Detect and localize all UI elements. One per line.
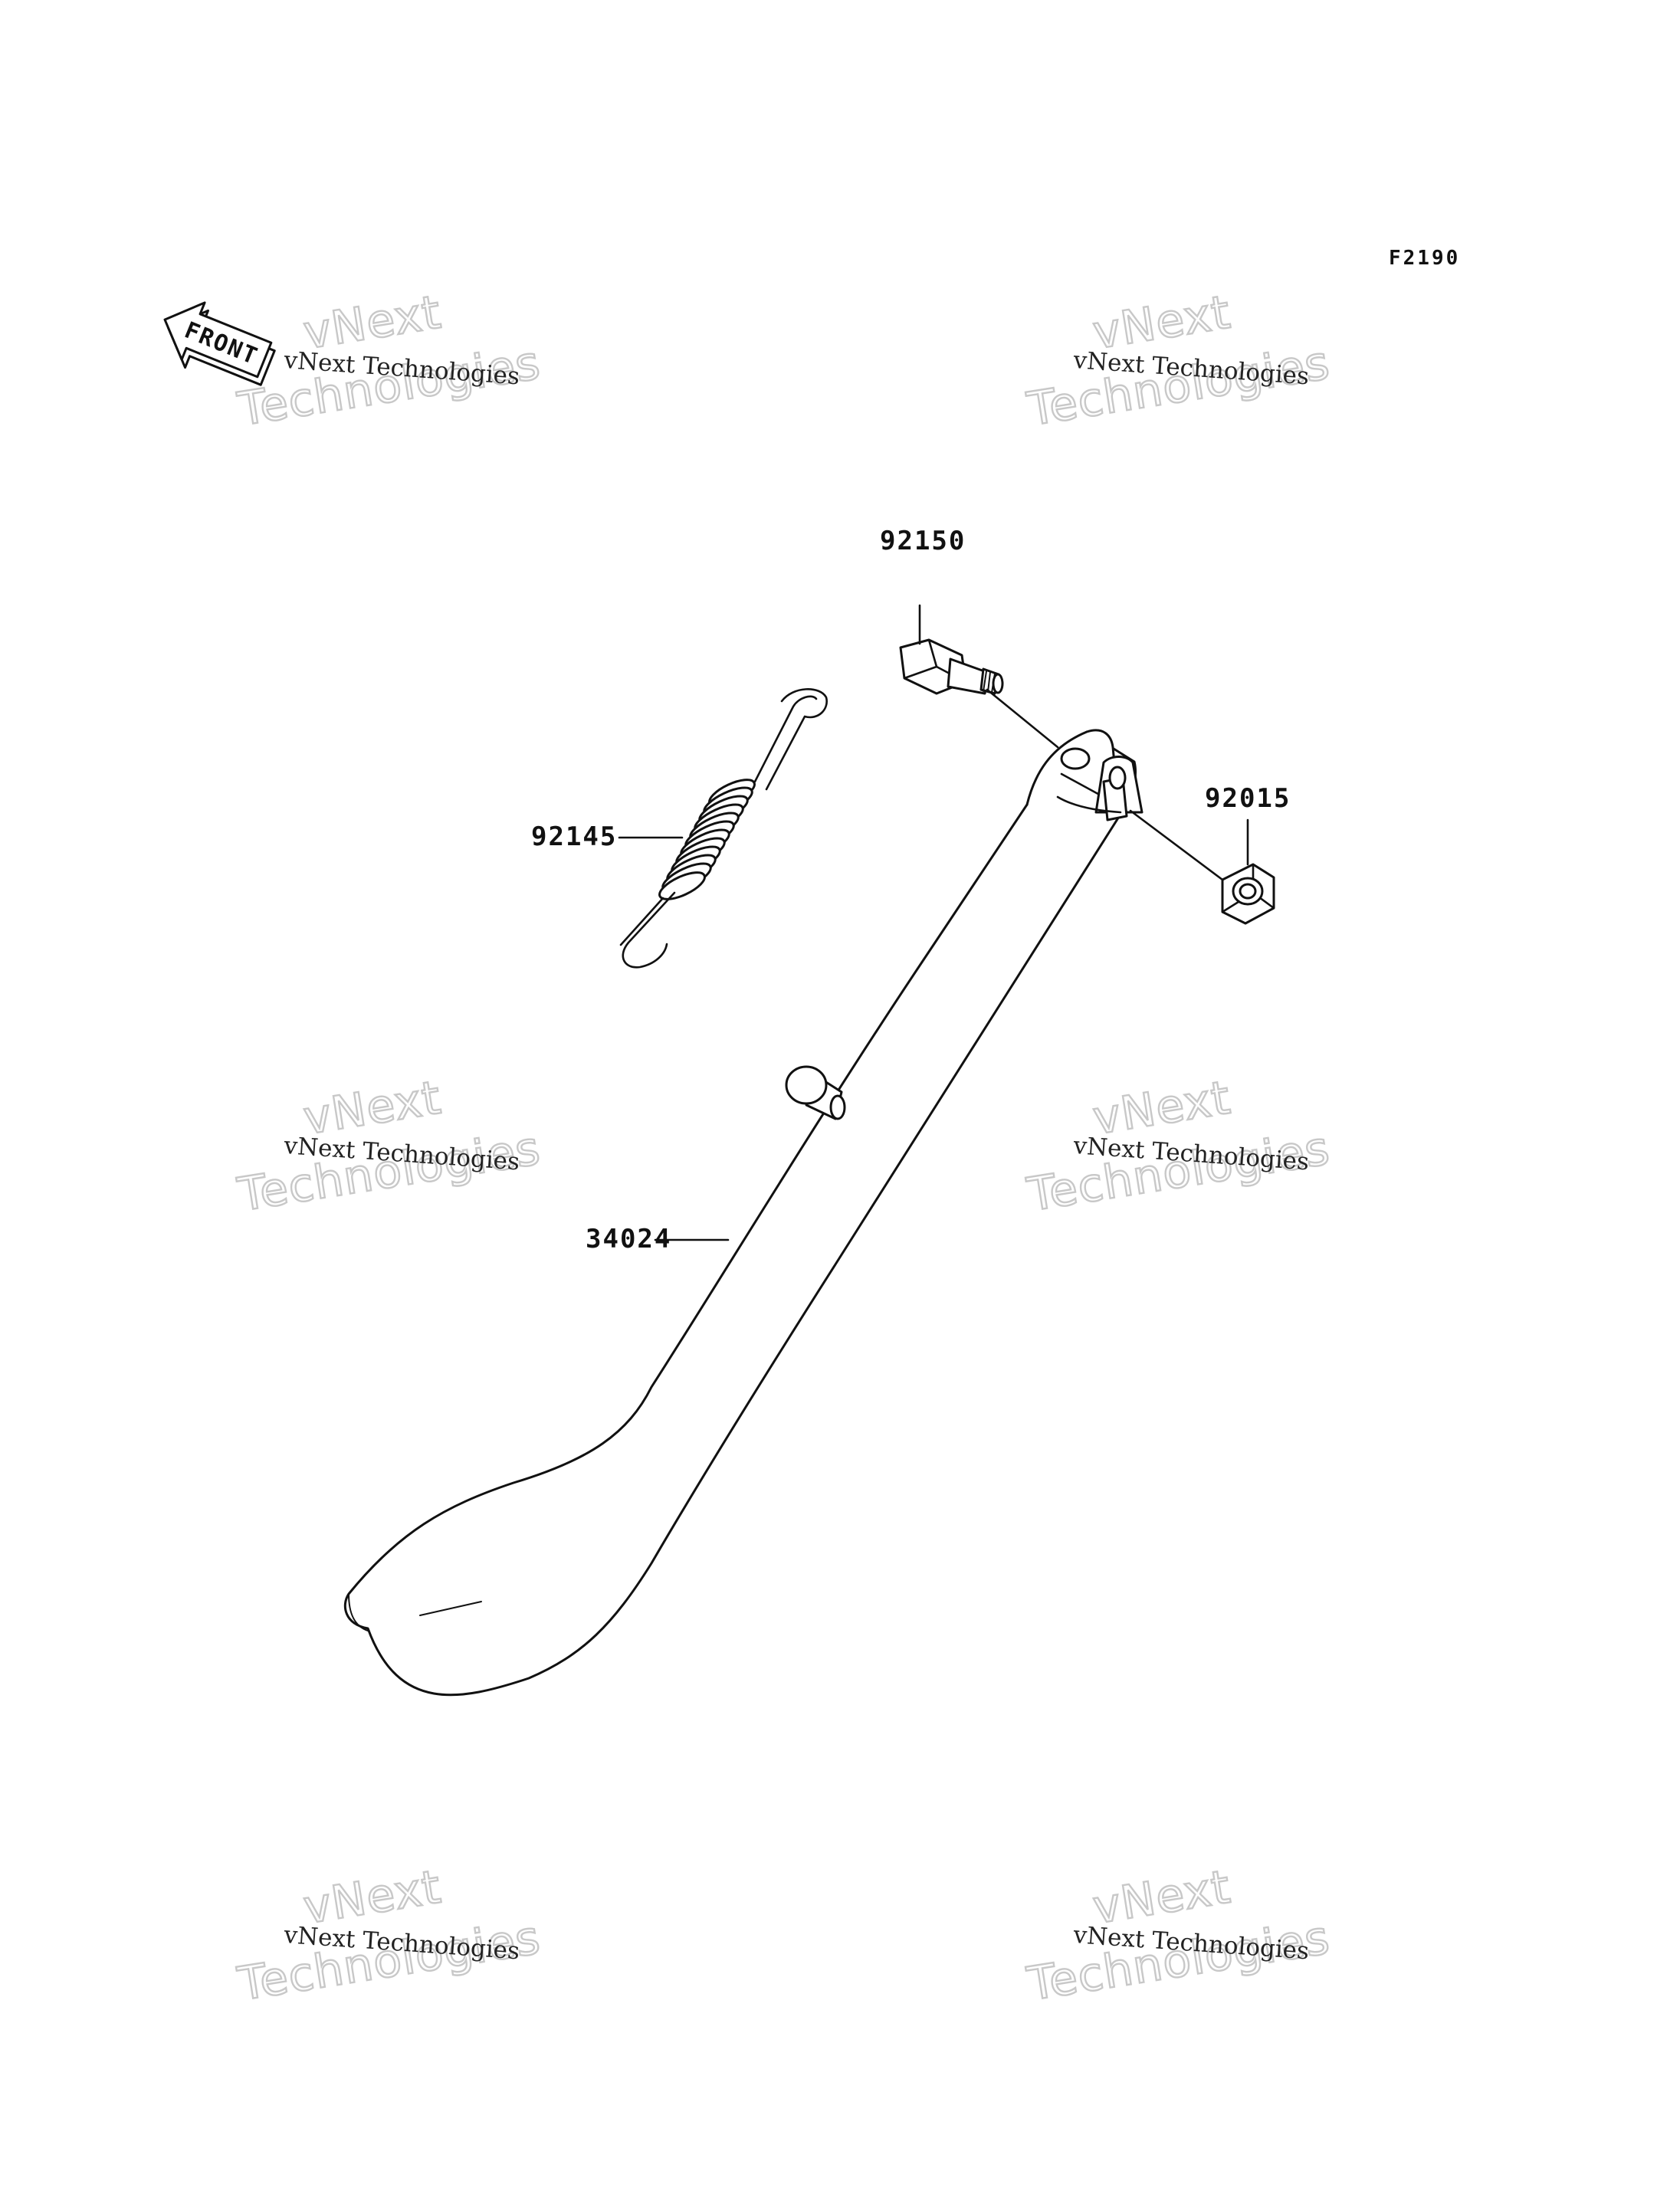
part-label-92145: 92145 [531,821,617,852]
front-arrow-icon: FRONT [163,301,276,386]
watermark-mid-right: vNext Technologies vNext Technologies [1022,1070,1334,1223]
watermark-bottom-left: vNext Technologies vNext Technologies [233,1859,545,2012]
spring-92145 [619,688,828,969]
watermark-top-left: vNext Technologies vNext Technologies [233,284,545,438]
bolt-92150 [899,638,1004,695]
part-label-92150: 92150 [880,526,966,556]
watermark-top-right: vNext Technologies vNext Technologies [1022,284,1334,438]
figure-code: F2190 [1389,247,1460,270]
leader-bolt-to-bracket [986,688,1059,749]
nut-92015 [1221,863,1275,925]
watermark-mid-left: vNext Technologies vNext Technologies [233,1070,545,1223]
watermark-group: vNext Technologies vNext Technologies vN… [233,284,1334,2012]
leader-lines [618,604,1249,1241]
spring-coils [658,779,756,900]
part-label-34024: 34024 [586,1224,671,1254]
leader-bracket-to-nut [1129,809,1224,881]
watermark-bottom-right: vNext Technologies vNext Technologies [1022,1859,1334,2012]
part-label-92015: 92015 [1205,783,1291,814]
side-stand-34024 [343,729,1144,1697]
